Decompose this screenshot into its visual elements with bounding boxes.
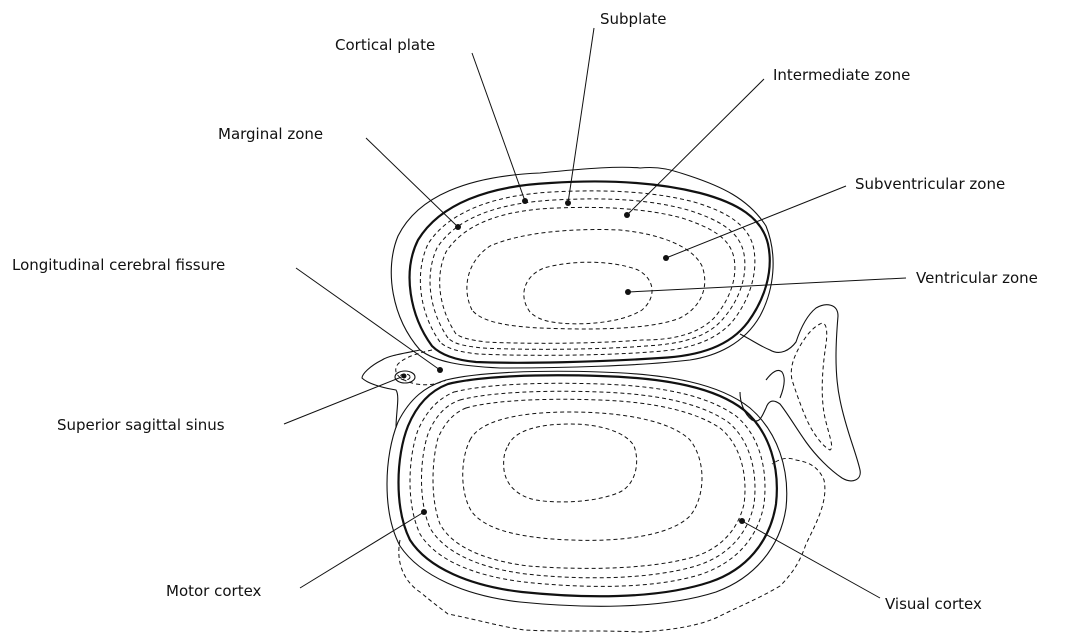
upper-hemisphere-intermediate-line <box>440 207 735 343</box>
upper-hemisphere <box>391 167 773 368</box>
label-superior-sagittal-sinus: Superior sagittal sinus <box>57 416 225 434</box>
leader-lines <box>284 28 906 598</box>
leader-subplate <box>568 28 594 203</box>
lower-hemisphere-marginal-line <box>399 375 777 596</box>
dot-marginal-zone <box>455 224 461 230</box>
dot-intermediate-zone <box>624 212 630 218</box>
label-subventricular-zone: Subventricular zone <box>855 175 1005 193</box>
right-tissue-fragment <box>740 305 860 481</box>
upper-hemisphere-subplate-line <box>430 199 745 349</box>
leader-superior-sagittal-sinus <box>284 376 404 424</box>
dot-cortical-plate <box>522 198 528 204</box>
label-subplate: Subplate <box>600 10 667 28</box>
lower-hemisphere <box>387 371 825 632</box>
label-marginal-zone: Marginal zone <box>218 125 323 143</box>
label-intermediate-zone: Intermediate zone <box>773 66 910 84</box>
right-tissue-dashed-line <box>791 323 831 450</box>
upper-hemisphere-subventricular-line <box>467 230 705 329</box>
dot-longitudinal-fissure <box>437 367 443 373</box>
lower-hemisphere-ventricular-line <box>504 424 637 502</box>
label-cortical-plate: Cortical plate <box>335 36 435 54</box>
lower-hemisphere-subventricular-line <box>463 412 702 540</box>
leader-cortical-plate <box>472 53 525 201</box>
leader-intermediate-zone <box>627 79 764 215</box>
label-motor-cortex: Motor cortex <box>166 582 262 600</box>
dot-subventricular-zone <box>663 255 669 261</box>
dot-superior-sagittal-sinus <box>402 374 407 379</box>
upper-hemisphere-ventricular-line <box>524 262 652 324</box>
dot-ventricular-zone <box>625 289 631 295</box>
lower-hemisphere-cortical-plate-line <box>410 383 765 586</box>
dot-subplate <box>565 200 571 206</box>
midline-structures <box>362 350 446 428</box>
leader-marginal-zone <box>366 138 458 227</box>
right-tissue-inner-notch <box>766 370 784 398</box>
label-longitudinal-cerebral-fissure: Longitudinal cerebral fissure <box>12 256 225 274</box>
label-ventricular-zone: Ventricular zone <box>916 269 1038 287</box>
dot-motor-cortex <box>421 509 427 515</box>
dot-visual-cortex <box>739 518 745 524</box>
upper-hemisphere-marginal-line <box>410 181 770 362</box>
right-tissue-outline <box>740 305 860 481</box>
label-visual-cortex: Visual cortex <box>885 595 982 613</box>
lower-hemisphere-intermediate-line <box>433 399 745 568</box>
labels: Subplate Cortical plate Intermediate zon… <box>12 10 1038 613</box>
leader-subventricular-zone <box>666 186 846 258</box>
